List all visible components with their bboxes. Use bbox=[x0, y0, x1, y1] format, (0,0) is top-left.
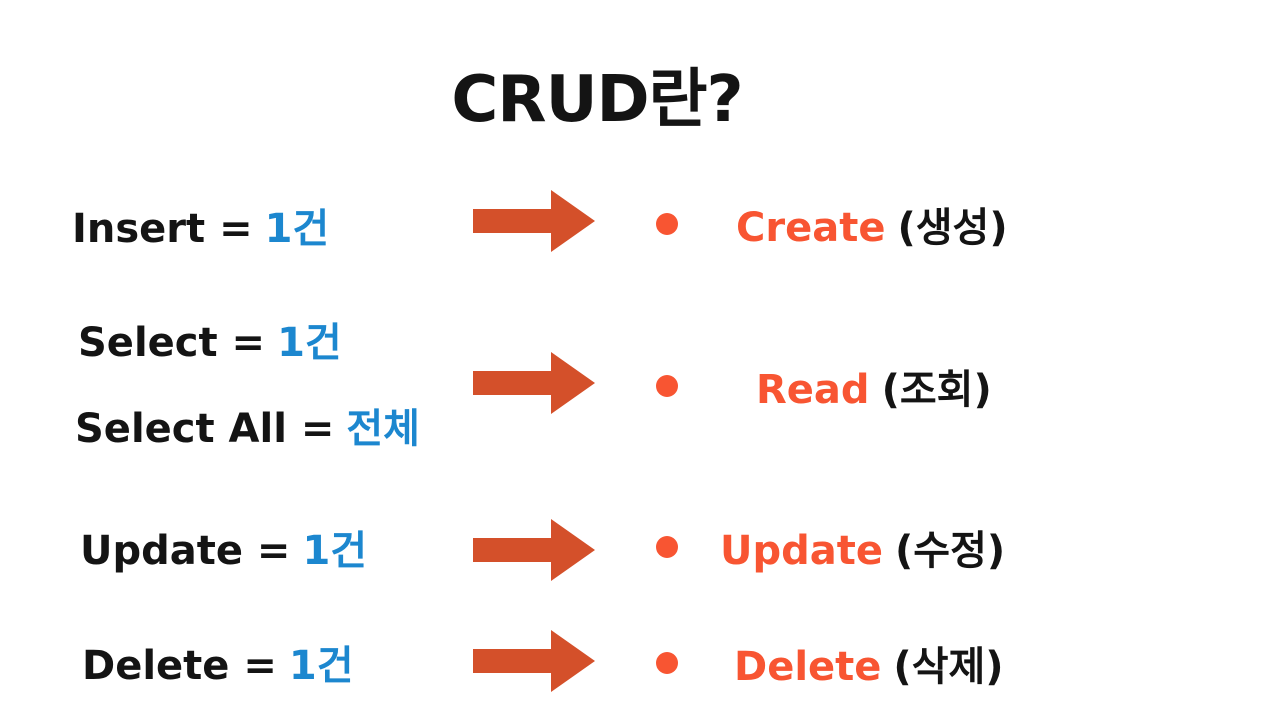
arrow-right-icon bbox=[473, 352, 595, 414]
left-item-select-all: Select All =전체 bbox=[75, 396, 420, 454]
page-title: CRUD란? bbox=[451, 63, 743, 137]
create-text: Create(생성) bbox=[736, 195, 1008, 253]
read-translation: (조회) bbox=[881, 367, 992, 413]
select-all-value: 전체 bbox=[346, 406, 420, 452]
arrow-right-icon bbox=[473, 190, 595, 252]
select-all-label: Select All = bbox=[75, 406, 335, 452]
arrow-right-icon bbox=[473, 519, 595, 581]
right-item-read: Read(조회) bbox=[656, 355, 992, 417]
insert-label: Insert = bbox=[72, 206, 253, 252]
update-text: Update (수정) bbox=[720, 518, 1005, 576]
bullet-icon bbox=[656, 375, 678, 397]
delete-term: Delete bbox=[734, 644, 882, 690]
bullet-icon bbox=[656, 536, 678, 558]
bullet-icon bbox=[656, 652, 678, 674]
delete-label: Delete = bbox=[82, 643, 277, 689]
right-item-delete: Delete(삭제) bbox=[656, 632, 1004, 694]
create-translation: (생성) bbox=[897, 205, 1008, 251]
delete-translation: (삭제) bbox=[893, 644, 1004, 690]
bullet-icon bbox=[656, 213, 678, 235]
select-label: Select = bbox=[78, 320, 266, 366]
right-item-create: Create(생성) bbox=[656, 193, 1008, 255]
arrow-right-icon bbox=[473, 630, 595, 692]
read-text: Read(조회) bbox=[756, 357, 992, 415]
delete-text: Delete(삭제) bbox=[734, 634, 1004, 692]
update-term: Update bbox=[720, 528, 883, 574]
select-value: 1건 bbox=[277, 320, 342, 366]
left-item-insert: Insert =1건 bbox=[72, 196, 329, 254]
update-label: Update = bbox=[80, 528, 291, 574]
create-term: Create bbox=[736, 205, 886, 251]
left-item-update: Update =1건 bbox=[80, 518, 367, 576]
update-value: 1건 bbox=[302, 528, 368, 574]
delete-value: 1건 bbox=[288, 643, 354, 689]
left-item-delete: Delete =1건 bbox=[82, 633, 354, 691]
right-item-update: Update (수정) bbox=[656, 516, 1005, 578]
insert-value: 1건 bbox=[264, 206, 330, 252]
update-translation: (수정) bbox=[895, 528, 1006, 574]
read-term: Read bbox=[756, 367, 870, 413]
left-item-select: Select =1건 bbox=[78, 310, 342, 368]
